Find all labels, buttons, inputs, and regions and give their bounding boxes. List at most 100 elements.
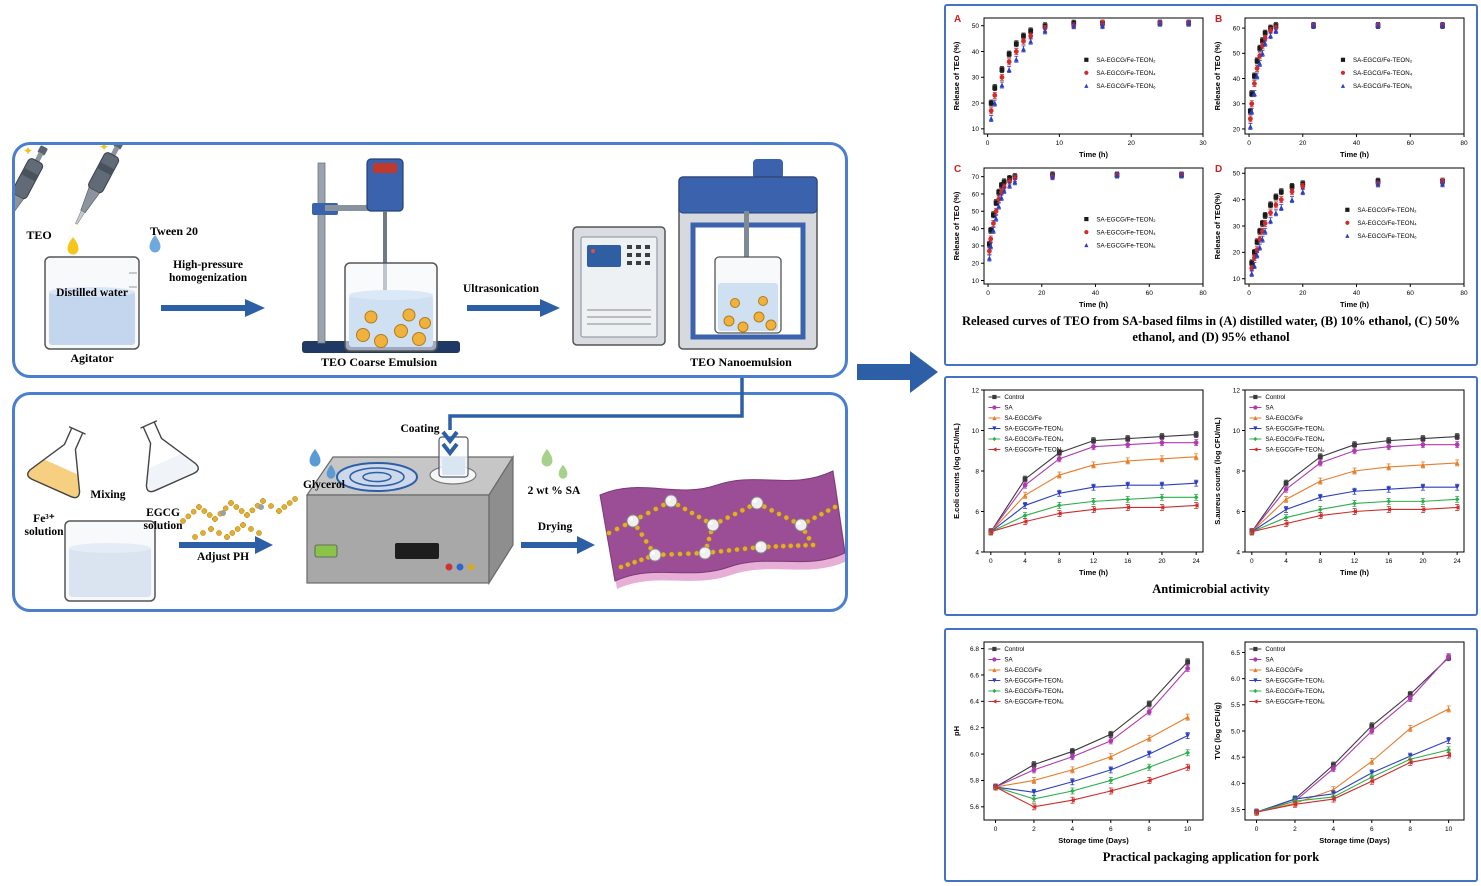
- svg-text:Control: Control: [1265, 394, 1285, 401]
- teo-droplet-icon: [67, 237, 79, 255]
- svg-text:4: 4: [975, 549, 979, 556]
- svg-text:2: 2: [1293, 826, 1297, 833]
- svg-text:20: 20: [972, 100, 980, 107]
- svg-text:SA-EGCG/Fe-TEON₆: SA-EGCG/Fe-TEON₆: [1357, 233, 1417, 240]
- svg-text:10: 10: [1445, 826, 1453, 833]
- svg-text:Release of TEO(%): Release of TEO(%): [1213, 192, 1222, 259]
- adjust-ph-arrow-icon: [179, 536, 273, 554]
- svg-text:10: 10: [1056, 140, 1064, 147]
- svg-text:C: C: [954, 164, 961, 175]
- drying-label: Drying: [537, 521, 573, 533]
- svg-text:50: 50: [972, 23, 980, 30]
- svg-text:6: 6: [1370, 826, 1374, 833]
- coarse-emulsion-label: TEO Coarse Emulsion: [320, 355, 437, 369]
- svg-text:Control: Control: [1004, 646, 1024, 653]
- svg-text:2: 2: [1032, 826, 1036, 833]
- homogenization-arrow-icon: [161, 299, 265, 317]
- antimicrobial-caption: Antimicrobial activity: [1152, 582, 1270, 596]
- svg-text:4: 4: [1332, 826, 1336, 833]
- svg-text:10: 10: [1233, 276, 1241, 283]
- svg-text:pH: pH: [952, 726, 961, 736]
- svg-text:20: 20: [1158, 558, 1166, 565]
- svg-text:Release of TEO (%): Release of TEO (%): [952, 191, 961, 260]
- hotplate-icon: [305, 436, 515, 586]
- svg-text:40: 40: [1353, 290, 1361, 297]
- svg-text:50: 50: [972, 209, 980, 216]
- svg-text:20: 20: [972, 261, 980, 268]
- svg-text:60: 60: [1146, 290, 1154, 297]
- release-caption: Released curves of TEO from SA-based fil…: [961, 314, 1460, 345]
- crosslinked-molecules-icon: [180, 496, 298, 540]
- svg-text:Control: Control: [1265, 646, 1285, 653]
- coating-label: Coating: [400, 423, 440, 435]
- sa-label: 2 wt % SA: [527, 485, 581, 497]
- sa-droplets-icon: [541, 449, 568, 479]
- svg-text:✦: ✦: [23, 145, 33, 158]
- svg-text:50: 50: [1233, 51, 1241, 58]
- svg-text:6.4: 6.4: [970, 699, 979, 706]
- svg-text:16: 16: [1385, 558, 1393, 565]
- svg-text:Release of TEO (%): Release of TEO (%): [1213, 41, 1222, 110]
- svg-text:5.8: 5.8: [970, 778, 979, 785]
- svg-text:20: 20: [1128, 140, 1136, 147]
- svg-text:SA: SA: [1265, 405, 1274, 412]
- svg-text:20: 20: [1233, 250, 1241, 257]
- svg-text:0: 0: [1250, 558, 1254, 565]
- homogenization-label: High-pressure homogenization: [169, 259, 247, 285]
- svg-text:10: 10: [972, 278, 980, 285]
- svg-text:TVC (log CFU/g): TVC (log CFU/g): [1213, 702, 1222, 760]
- svg-text:0: 0: [986, 290, 990, 297]
- svg-text:5.0: 5.0: [1231, 728, 1240, 735]
- svg-text:12: 12: [972, 387, 980, 394]
- svg-text:SA-EGCG/Fe-TEON₆: SA-EGCG/Fe-TEON₆: [1004, 447, 1064, 454]
- svg-text:80: 80: [1199, 290, 1207, 297]
- svg-text:8: 8: [1408, 826, 1412, 833]
- svg-text:12: 12: [1233, 387, 1241, 394]
- svg-text:6.0: 6.0: [970, 751, 979, 758]
- svg-text:SA-EGCG/Fe-TEON₄: SA-EGCG/Fe-TEON₄: [1357, 220, 1417, 227]
- svg-text:SA-EGCG/Fe: SA-EGCG/Fe: [1265, 667, 1303, 674]
- ultrasonication-arrow-icon: [467, 299, 560, 317]
- egcg-flask-icon: [140, 420, 199, 493]
- svg-text:60: 60: [1407, 140, 1415, 147]
- svg-text:D: D: [1215, 164, 1222, 175]
- svg-text:40: 40: [1233, 197, 1241, 204]
- svg-text:6: 6: [1236, 509, 1240, 516]
- svg-text:6: 6: [1109, 826, 1113, 833]
- svg-text:0: 0: [989, 558, 993, 565]
- svg-text:6.2: 6.2: [970, 725, 979, 732]
- svg-text:SA-EGCG/Fe-TEON₂: SA-EGCG/Fe-TEON₂: [1004, 426, 1064, 433]
- glycerol-label: Glycerol: [303, 479, 345, 491]
- film-icon: [599, 470, 845, 589]
- svg-text:SA-EGCG/Fe-TEON₂: SA-EGCG/Fe-TEON₂: [1096, 57, 1156, 64]
- svg-text:4: 4: [1236, 549, 1240, 556]
- svg-text:SA-EGCG/Fe-TEON₄: SA-EGCG/Fe-TEON₄: [1096, 229, 1156, 236]
- svg-text:10: 10: [1184, 826, 1192, 833]
- svg-text:Storage time (Days): Storage time (Days): [1058, 836, 1129, 845]
- svg-text:10: 10: [972, 428, 980, 435]
- mixing-label: Mixing: [90, 489, 126, 501]
- svg-text:4: 4: [1284, 558, 1288, 565]
- svg-text:6.5: 6.5: [1231, 650, 1240, 657]
- svg-text:SA-EGCG/Fe-TEON₄: SA-EGCG/Fe-TEON₄: [1265, 688, 1325, 695]
- svg-text:20: 20: [1419, 558, 1427, 565]
- tween20-label: Tween 20: [149, 224, 199, 238]
- egcg-solution-label: EGCG solution: [143, 507, 183, 533]
- svg-text:Time (h): Time (h): [1079, 300, 1109, 309]
- svg-text:6.0: 6.0: [1231, 676, 1240, 683]
- svg-text:B: B: [1215, 14, 1222, 25]
- svg-text:24: 24: [1454, 558, 1462, 565]
- adjust-ph-label: Adjust PH: [196, 551, 250, 563]
- drying-arrow-icon: [521, 536, 595, 554]
- svg-text:SA-EGCG/Fe-TEON₄: SA-EGCG/Fe-TEON₄: [1004, 436, 1064, 443]
- svg-text:0: 0: [994, 826, 998, 833]
- film-casting-drawing: [27, 420, 845, 602]
- svg-text:30: 30: [1233, 101, 1241, 108]
- ultrasonicator-icon: [572, 159, 818, 350]
- svg-text:40: 40: [972, 226, 980, 233]
